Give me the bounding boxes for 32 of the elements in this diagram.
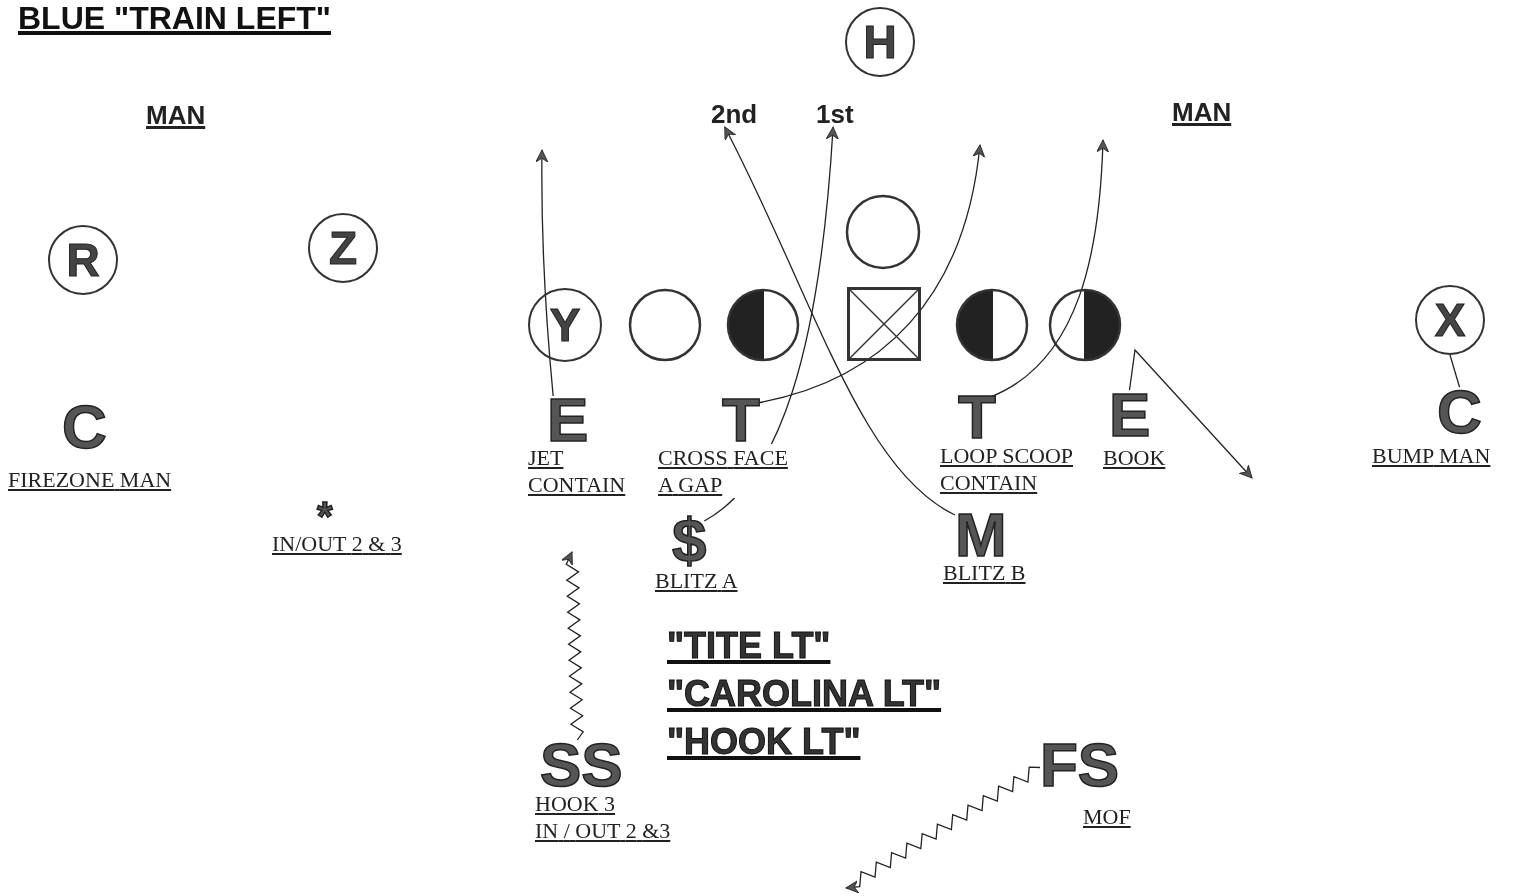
defender-letter: C — [62, 402, 107, 452]
player-circle: R — [48, 225, 118, 295]
zigzag-route-arrow — [845, 766, 1041, 894]
assignment-text: CROSS FACE A GAP — [658, 444, 788, 498]
defender-letter: C — [1437, 387, 1482, 437]
gap-order-label: 2nd — [711, 101, 758, 127]
call-name: "CAROLINA LT" — [667, 672, 942, 716]
route-arrow — [535, 149, 554, 397]
defender-letter: SS — [540, 740, 623, 790]
title: BLUE "TRAIN LEFT" — [18, 0, 331, 37]
gap-order-label: 1st — [816, 101, 854, 127]
call-name: "HOOK LT" — [667, 720, 861, 764]
player-circle: Z — [308, 213, 378, 283]
player-circle: H — [845, 7, 915, 77]
defender-letter: E — [1109, 390, 1151, 440]
coverage-label: MAN — [1172, 99, 1232, 125]
defender-letter: M — [955, 510, 1007, 560]
call-name: "TITE LT" — [667, 624, 831, 668]
defender-letter: FS — [1040, 740, 1120, 790]
zigzag-route-arrow — [561, 551, 585, 741]
defender-letter: $ — [672, 515, 707, 565]
defender-letter: T — [722, 395, 760, 445]
route-arrow — [1128, 348, 1253, 479]
defender-letter: * — [317, 500, 333, 532]
player-circle: X — [1415, 285, 1485, 355]
route-arrow — [724, 126, 956, 516]
coverage-label: MAN — [146, 102, 206, 128]
defender-letter: E — [547, 395, 589, 445]
player-circle: Y — [528, 288, 602, 362]
route-arrow — [759, 144, 985, 404]
connector-line — [1449, 354, 1461, 388]
defender-letter: T — [958, 392, 996, 442]
